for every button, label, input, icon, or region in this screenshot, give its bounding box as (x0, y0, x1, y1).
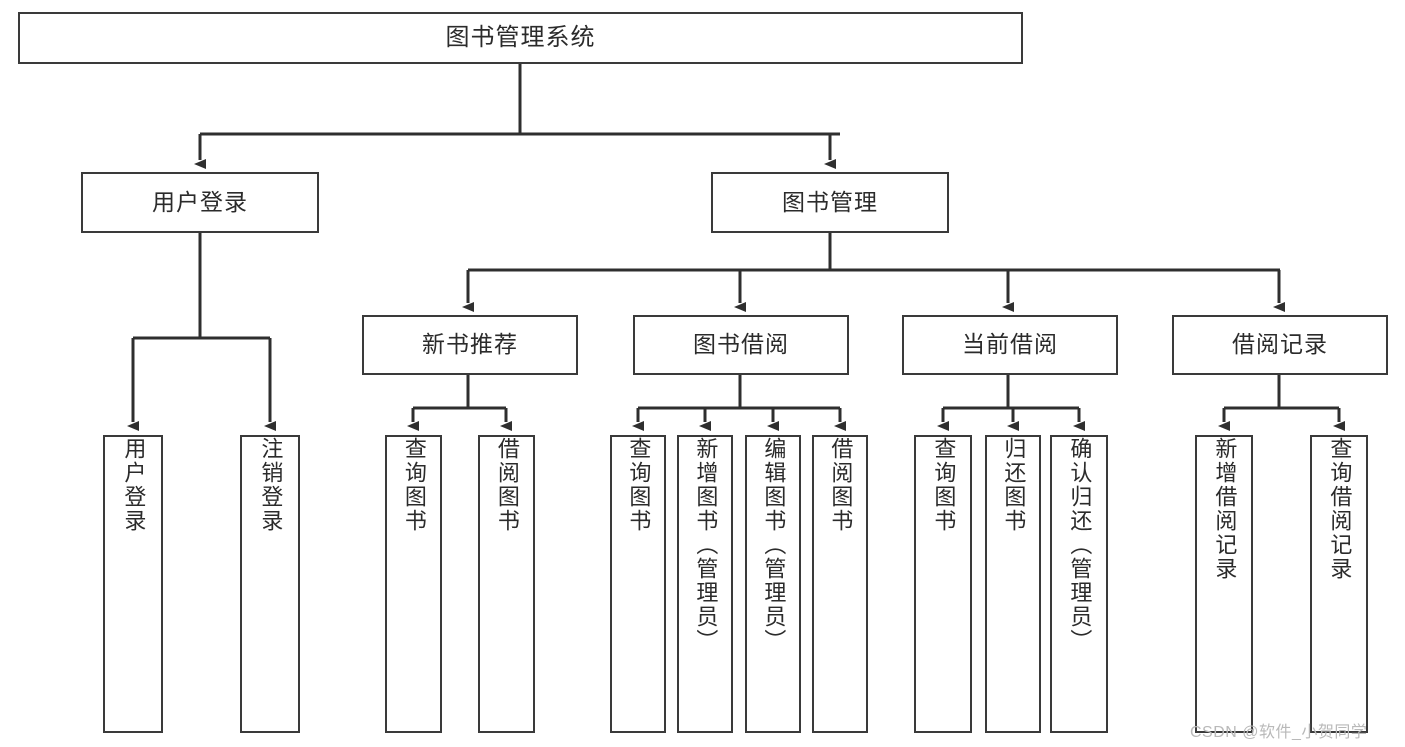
node-user-login[interactable]: 用户登录 (81, 172, 319, 233)
leaf-confirm-return[interactable]: 确认归还（管理员） (1050, 435, 1108, 733)
leaf-add-book-label: 新增图书（管理员） (693, 437, 719, 653)
leaf-query-record-label: 查询借阅记录 (1327, 437, 1353, 581)
leaf-query-book-3-label: 查询图书 (931, 437, 957, 533)
leaf-edit-book-label: 编辑图书（管理员） (761, 437, 787, 653)
node-borrow-record[interactable]: 借阅记录 (1172, 315, 1388, 375)
node-book-manage-label: 图书管理 (782, 188, 878, 215)
leaf-query-book-3[interactable]: 查询图书 (914, 435, 972, 733)
node-book-borrow-label: 图书借阅 (693, 331, 789, 358)
leaf-return-book-label: 归还图书 (1001, 437, 1027, 533)
node-new-book-recommend-label: 新书推荐 (422, 331, 518, 358)
leaf-add-book[interactable]: 新增图书（管理员） (677, 435, 733, 733)
node-current-borrow-label: 当前借阅 (962, 331, 1058, 358)
leaf-borrow-book-2[interactable]: 借阅图书 (812, 435, 868, 733)
leaf-query-book-2-label: 查询图书 (626, 437, 652, 533)
node-current-borrow[interactable]: 当前借阅 (902, 315, 1118, 375)
leaf-borrow-book-1-label: 借阅图书 (494, 437, 520, 533)
leaf-query-record[interactable]: 查询借阅记录 (1310, 435, 1368, 733)
leaf-user-login-label: 用户登录 (121, 437, 147, 533)
leaf-add-record[interactable]: 新增借阅记录 (1195, 435, 1253, 733)
leaf-query-book-2[interactable]: 查询图书 (610, 435, 666, 733)
csdn-watermark: CSDN @软件_小贺同学 (1190, 724, 1368, 741)
leaf-edit-book[interactable]: 编辑图书（管理员） (745, 435, 801, 733)
leaf-return-book[interactable]: 归还图书 (985, 435, 1041, 733)
node-book-borrow[interactable]: 图书借阅 (633, 315, 849, 375)
leaf-query-book-1-label: 查询图书 (401, 437, 427, 533)
leaf-confirm-return-label: 确认归还（管理员） (1067, 437, 1093, 653)
node-root[interactable]: 图书管理系统 (18, 12, 1023, 64)
node-new-book-recommend[interactable]: 新书推荐 (362, 315, 578, 375)
leaf-logout[interactable]: 注销登录 (240, 435, 300, 733)
leaf-logout-label: 注销登录 (258, 437, 284, 533)
leaf-user-login[interactable]: 用户登录 (103, 435, 163, 733)
node-user-login-label: 用户登录 (152, 188, 248, 215)
node-root-label: 图书管理系统 (445, 23, 596, 51)
leaf-borrow-book-1[interactable]: 借阅图书 (478, 435, 535, 733)
leaf-add-record-label: 新增借阅记录 (1212, 437, 1238, 581)
node-book-manage[interactable]: 图书管理 (711, 172, 949, 233)
node-borrow-record-label: 借阅记录 (1232, 331, 1328, 358)
leaf-borrow-book-2-label: 借阅图书 (828, 437, 854, 533)
leaf-query-book-1[interactable]: 查询图书 (385, 435, 442, 733)
